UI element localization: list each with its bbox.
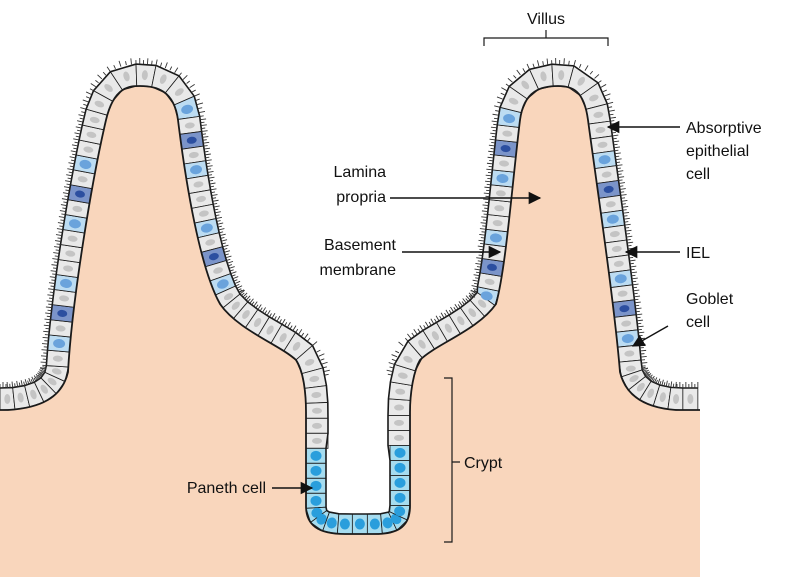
absorptive-cell-label-line3: cell xyxy=(686,166,710,183)
paneth-granule xyxy=(395,463,406,473)
goblet-cell-label-line2: cell xyxy=(686,314,710,331)
absorptive-nucleus xyxy=(394,420,404,426)
paneth-cell-label: Paneth cell xyxy=(187,480,266,497)
lamina-propria-label-line1: Lamina xyxy=(334,164,387,181)
paneth-granule xyxy=(311,481,322,491)
absorptive-nucleus xyxy=(312,423,322,429)
absorptive-nucleus xyxy=(312,408,322,414)
lamina-propria-label-line2: propria xyxy=(336,189,386,206)
iel-label: IEL xyxy=(686,245,710,262)
paneth-granule xyxy=(311,466,322,476)
villus-label: Villus xyxy=(527,11,565,28)
absorptive-nucleus xyxy=(687,394,693,404)
paneth-granule xyxy=(340,518,350,529)
absorptive-cell-label-line1: Absorptive xyxy=(686,120,762,137)
paneth-granule xyxy=(395,493,406,503)
goblet-cell-label-line1: Goblet xyxy=(686,291,734,308)
absorptive-nucleus xyxy=(312,438,322,444)
paneth-granule xyxy=(370,518,380,529)
paneth-granule xyxy=(395,478,406,488)
paneth-granule xyxy=(395,448,406,458)
paneth-granule xyxy=(355,519,365,530)
paneth-granule xyxy=(311,451,322,461)
absorptive-cell-label-line2: epithelial xyxy=(686,143,749,160)
absorptive-nucleus xyxy=(394,435,404,441)
villus-bracket xyxy=(484,30,608,46)
basement-membrane-label-line1: Basement xyxy=(324,237,397,254)
paneth-granule xyxy=(311,496,322,506)
crypt-label: Crypt xyxy=(464,455,503,472)
basement-membrane-label-line2: membrane xyxy=(320,262,397,279)
